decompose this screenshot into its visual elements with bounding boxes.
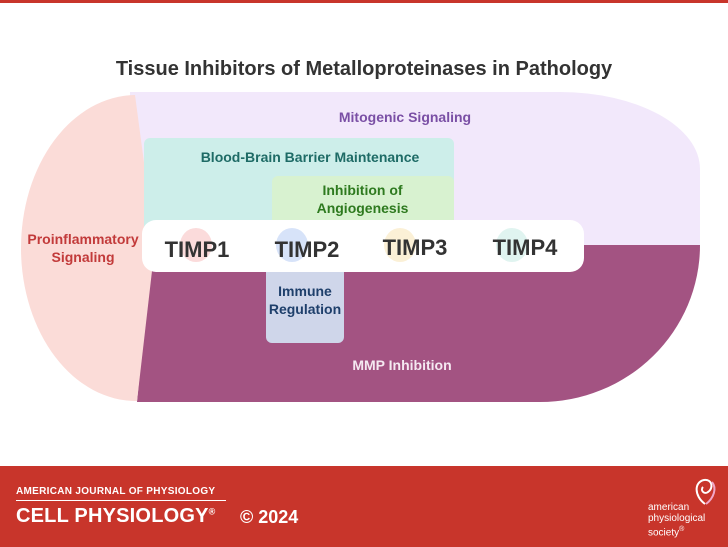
timp-band	[142, 220, 584, 272]
diagram-title: Tissue Inhibitors of Metalloproteinases …	[115, 58, 613, 80]
protein-structure-icon-3	[384, 228, 416, 262]
footer-bar: AMERICAN JOURNAL OF PHYSIOLOGY CELL PHYS…	[0, 466, 728, 547]
angiogenesis-label: Inhibition of Angiogenesis	[316, 182, 409, 216]
proinflammatory-region	[20, 95, 156, 402]
journal-title: CELL PHYSIOLOGY®	[16, 505, 216, 527]
timp4-label: TIMP4	[492, 235, 558, 260]
protein-structure-icon-4	[496, 228, 528, 262]
copyright-year: © 2024	[240, 507, 299, 527]
timp3-label: TIMP3	[382, 235, 448, 260]
protein-structure-icon-1	[180, 228, 212, 262]
timp1-label: TIMP1	[164, 237, 230, 262]
proinflammatory-label: Proinflammatory Signaling	[27, 231, 139, 265]
mmp-label: MMP Inhibition	[352, 357, 452, 373]
journal-divider	[16, 500, 226, 501]
protein-structure-icon-2	[276, 228, 308, 262]
angiogenesis-region	[272, 176, 454, 226]
society-name: american physiological society®	[648, 502, 706, 539]
aps-logo-icon	[695, 478, 716, 505]
immune-label: Immune Regulation	[268, 283, 342, 317]
timp2-label: TIMP2	[274, 237, 340, 262]
diagram-canvas	[20, 92, 700, 402]
top-accent-line	[0, 0, 728, 3]
bbb-label: Blood-Brain Barrier Maintenance	[200, 149, 420, 165]
journal-series-title: AMERICAN JOURNAL OF PHYSIOLOGY	[16, 486, 216, 497]
mitogenic-label: Mitogenic Signaling	[338, 109, 472, 125]
